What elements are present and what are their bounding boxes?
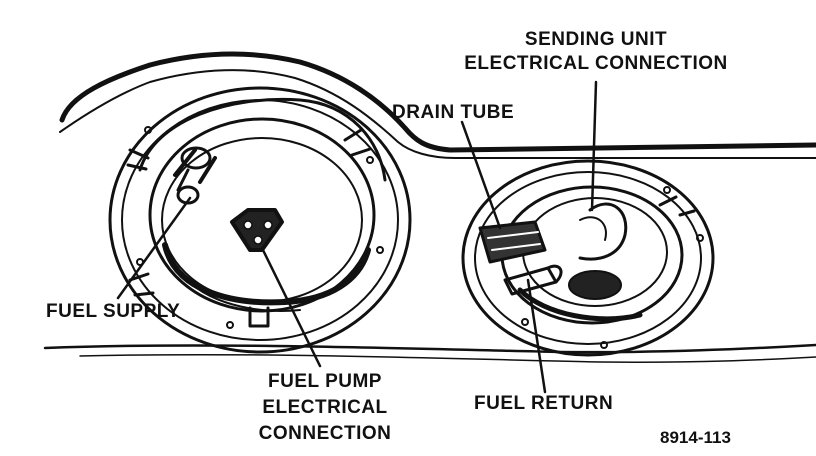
fuel-pump-label-line2: ELECTRICAL	[262, 397, 388, 418]
fuel-supply-label: FUEL SUPPLY	[46, 301, 181, 322]
fuel-return-tube	[503, 264, 563, 296]
leader-fuel-supply	[116, 196, 192, 300]
leader-fuel-return	[526, 278, 547, 394]
figure-number: 8914-113	[660, 428, 731, 447]
fuel-pump-module	[108, 86, 412, 354]
tank-lower-edge	[43, 343, 816, 354]
fuel-pump-label-line1: FUEL PUMP	[268, 371, 382, 392]
tank-top-contour	[59, 51, 816, 153]
drain-tube-label: DRAIN TUBE	[392, 102, 515, 123]
leader-lines	[116, 80, 598, 394]
drain-tube-connector	[478, 220, 547, 264]
fuel-pump-connector	[230, 208, 284, 252]
leader-drain-tube	[460, 120, 502, 230]
sending-unit-label: SENDING UNIT ELECTRICAL CONNECTION	[448, 28, 744, 76]
leader-sending-unit	[590, 80, 598, 212]
fuel-return-label: FUEL RETURN	[474, 393, 614, 414]
sending-unit-module	[461, 159, 715, 357]
sending-unit-label-line2: ELECTRICAL CONNECTION	[464, 53, 728, 74]
sending-unit-label-line1: SENDING UNIT	[524, 29, 668, 50]
fuel-pump-label: FUEL PUMP ELECTRICAL CONNECTION	[240, 369, 410, 447]
fuel-supply-tube	[173, 146, 217, 205]
fuel-pump-label-line3: CONNECTION	[258, 423, 392, 444]
leader-fuel-pump	[260, 246, 322, 368]
